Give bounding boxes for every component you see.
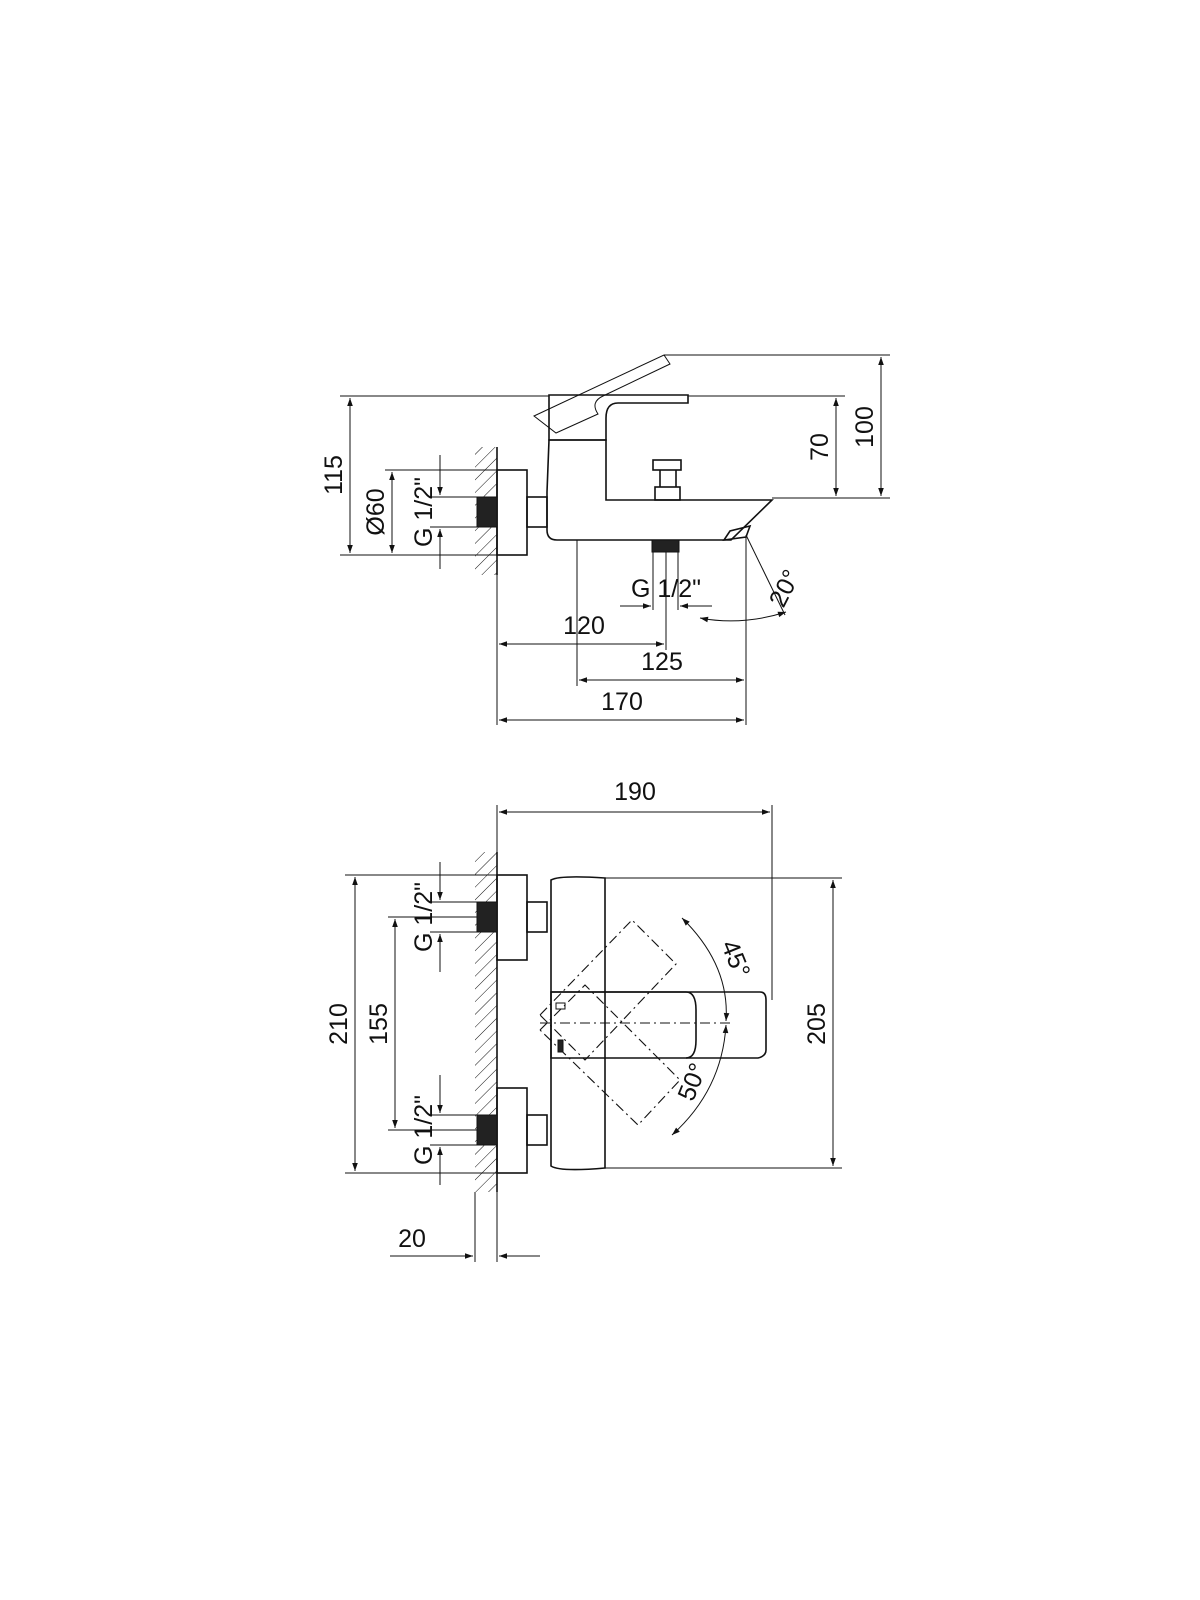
dim-depth-120: 120 [563,612,605,640]
lever-handle [548,394,689,441]
mixer-body-front [550,876,606,1171]
spout-outlet [722,524,752,542]
bottom-thread-block [476,1114,498,1146]
dim-side-height-100: 100 [851,406,879,448]
lever-raised-outline [533,354,671,434]
dim-inlet-thread: G 1/2" [410,477,438,547]
inlet-thread-block [476,496,498,528]
top-connector [526,901,548,933]
lever-down-position [539,984,681,1126]
eccentric-connector [526,496,548,528]
wall-hatch-front [475,852,497,1192]
top-flange [496,874,528,961]
dim-wall-offset: 20 [398,1225,426,1253]
dim-bottom-inlet-thread: G 1/2" [410,1095,438,1165]
bottom-flange [496,1087,528,1174]
dim-lever-down-angle: 50° [673,1059,713,1105]
dim-front-width-190: 190 [614,778,656,806]
dim-top-inlet-thread: G 1/2" [410,882,438,952]
dim-lever-up-angle: 45° [715,936,755,982]
dim-spout-angle: 20° [764,565,806,611]
side-view: 115 Ø60 G 1/2" 100 70 G 1/2" 20° [320,354,890,725]
top-thread-block [476,901,498,933]
dim-front-height-205: 205 [803,1003,831,1045]
bottom-connector [526,1114,548,1146]
diverter-base [654,486,681,501]
mixer-body [546,439,774,541]
dim-side-height-70: 70 [806,433,834,461]
wall-flange [496,469,528,556]
lever-front [550,991,767,1059]
dim-front-height-210: 210 [325,1003,353,1045]
hot-cold-indicator-icon [555,1002,566,1010]
outlet-thread-block [651,539,680,553]
front-view: 45° 50° 190 210 155 G 1/2" G 1/2" [325,778,842,1262]
dim-depth-125: 125 [641,648,683,676]
lever-up-position [539,919,677,1061]
diverter-knob [652,459,682,471]
dim-diameter: Ø60 [362,488,390,535]
dim-inlet-spacing: 155 [365,1003,393,1045]
dim-depth-170: 170 [601,688,643,716]
dim-side-height-115: 115 [320,455,348,495]
